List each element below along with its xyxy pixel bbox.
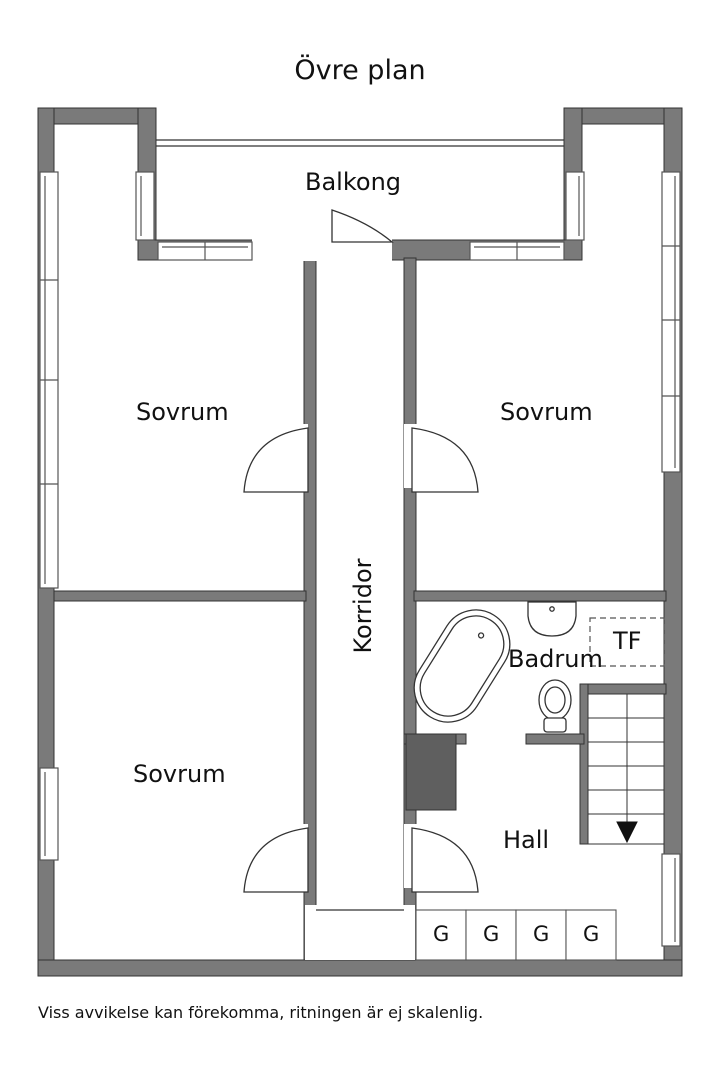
doors [243,209,479,911]
window-balcony-right [565,171,585,241]
sink [527,601,577,637]
wall-bedrooms-divider [53,590,307,602]
balcony [156,139,564,147]
room-label-bedroom-bottom-left: Sovrum [133,760,226,788]
door-bedroom-tl [243,427,309,493]
balcony-door-opening [252,239,392,261]
balcony-door [331,209,394,243]
staircase [587,693,665,845]
disclaimer: Viss avvikelse kan förekomma, ritningen … [38,1003,484,1022]
wardrobe-label-4: G [583,922,600,946]
wardrobe-1 [415,909,467,961]
wardrobe-label-3: G [533,922,550,946]
wardrobe-label-1: G [433,922,450,946]
wardrobes [415,909,617,961]
door-bedroom-bl [243,827,309,893]
window-right-upper [661,171,681,473]
plan-title: Övre plan [294,55,426,86]
room-label-corridor: Korridor [349,558,377,654]
laundry-area [589,617,665,667]
bathtub [413,609,511,723]
bathroom-fixtures [413,601,577,733]
room-label-balcony: Balkong [305,168,402,196]
wardrobe-4 [565,909,617,961]
wall-stair-left [579,683,589,845]
room-label-laundry: TF [613,627,642,655]
chimney [405,733,457,811]
door-hall [411,827,479,893]
window-left-lower [39,767,59,861]
stair-direction-arrow [616,821,638,844]
room-label-bathroom: Badrum [508,645,603,673]
window-balcony-left [135,171,155,241]
wall-bath-stub-right [525,733,585,745]
wall-bottom [37,959,683,977]
corridor-end-opening [305,905,415,960]
wall-bath-top [413,590,667,602]
window-right-lower [661,853,681,947]
wardrobe-label-2: G [483,922,500,946]
wall-stair-top [579,683,667,695]
room-label-bedroom-top-right: Sovrum [500,398,593,426]
wardrobe-3 [515,909,567,961]
door-bedroom-tr [411,427,479,493]
windows [39,171,681,947]
room-label-hall: Hall [503,826,550,854]
room-label-bedroom-top-left: Sovrum [136,398,229,426]
